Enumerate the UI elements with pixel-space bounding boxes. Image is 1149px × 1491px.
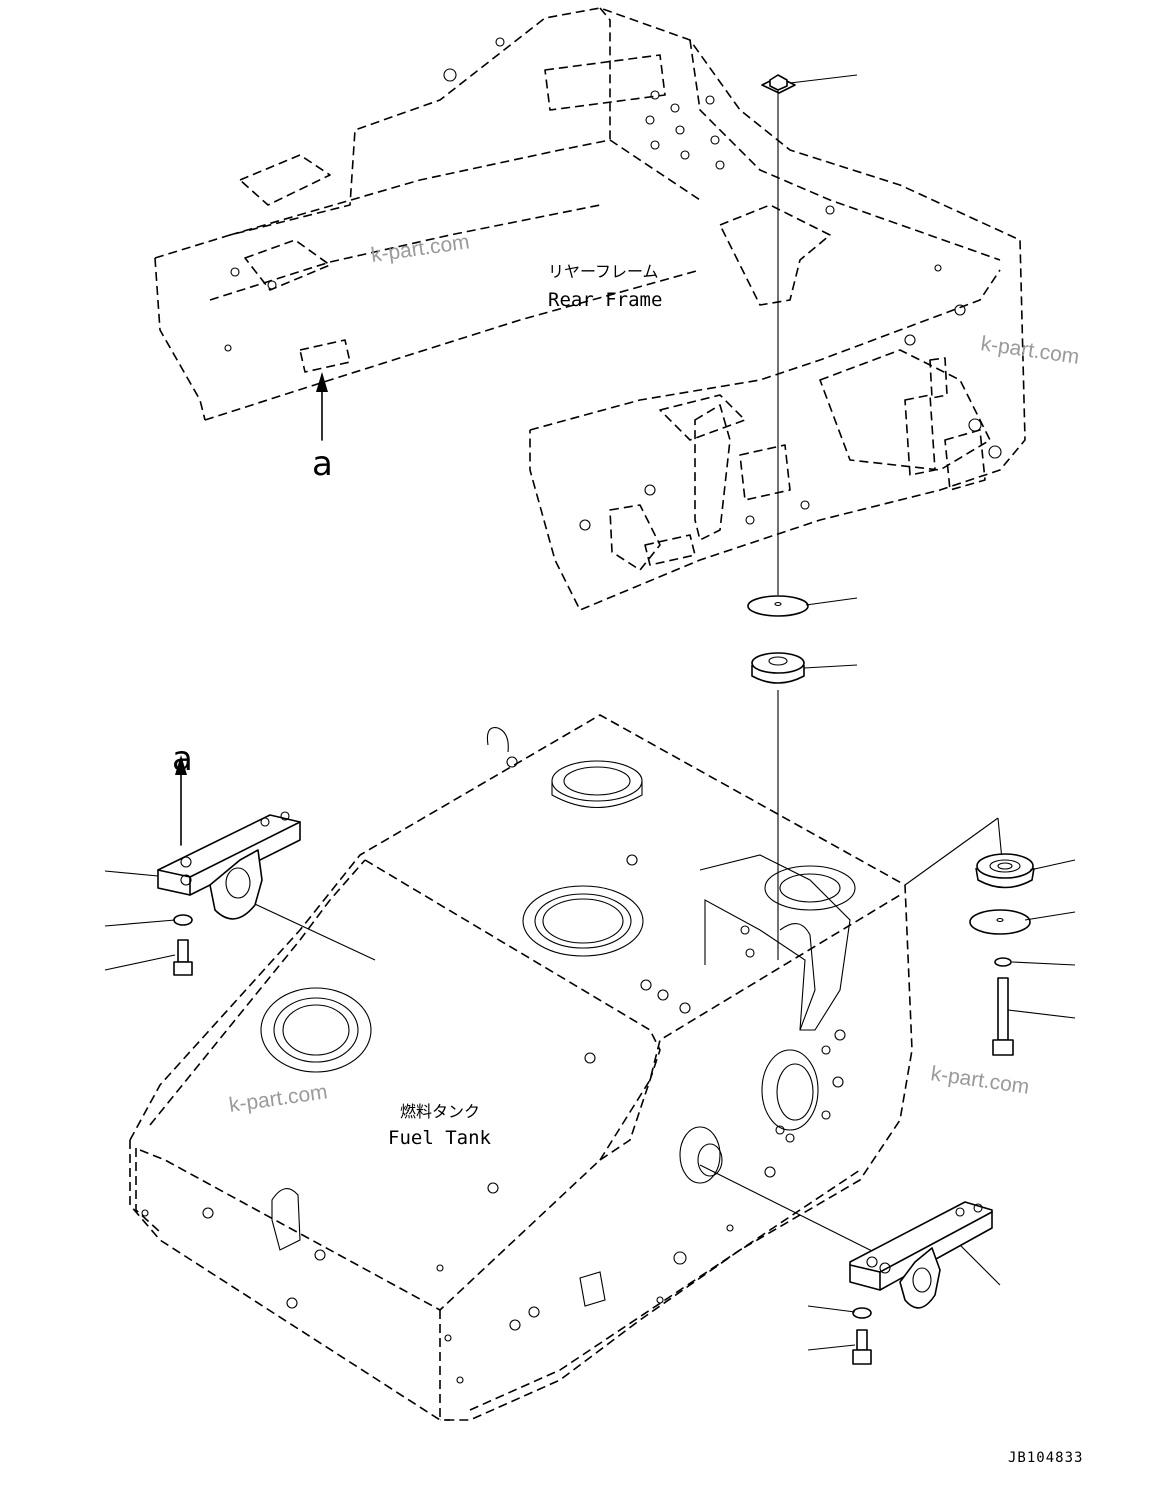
lower-washer [807, 1305, 872, 1319]
right-washer [994, 957, 1076, 967]
watermark-1: k-part.com [369, 230, 470, 267]
left-bolt [104, 939, 193, 976]
fuel-tank-label-en: Fuel Tank [388, 1127, 492, 1149]
left-washer [104, 914, 193, 927]
rear-frame-outline [154, 7, 1026, 611]
lower-bolt [807, 1329, 872, 1365]
rear-frame-label-jp: リヤーフレーム [548, 262, 659, 281]
leader-line-nut [789, 74, 858, 84]
hex-nut [761, 74, 796, 94]
right-long-bolt [992, 977, 1076, 1056]
view-marker-top: a [312, 444, 333, 484]
view-arrow-top: a [312, 372, 333, 484]
left-bracket [104, 811, 301, 920]
view-marker-left: a [172, 739, 193, 779]
view-arrow-left: a [172, 739, 193, 846]
washer-plate [747, 595, 858, 617]
watermark-3: k-part.com [227, 1080, 328, 1117]
right-washer-plate [969, 909, 1076, 935]
fuel-tank-label-jp: 燃料タンク [400, 1102, 480, 1121]
rear-frame-label-en: Rear Frame [548, 289, 662, 311]
right-cushion [975, 853, 1076, 889]
watermark-2: k-part.com [979, 332, 1080, 369]
drawing-code: JB104833 [1008, 1450, 1083, 1466]
watermark-4: k-part.com [929, 1062, 1030, 1099]
fuel-tank-outline [129, 714, 913, 1421]
rubber-cushion [751, 652, 858, 684]
lower-right-bracket [849, 1201, 1001, 1309]
